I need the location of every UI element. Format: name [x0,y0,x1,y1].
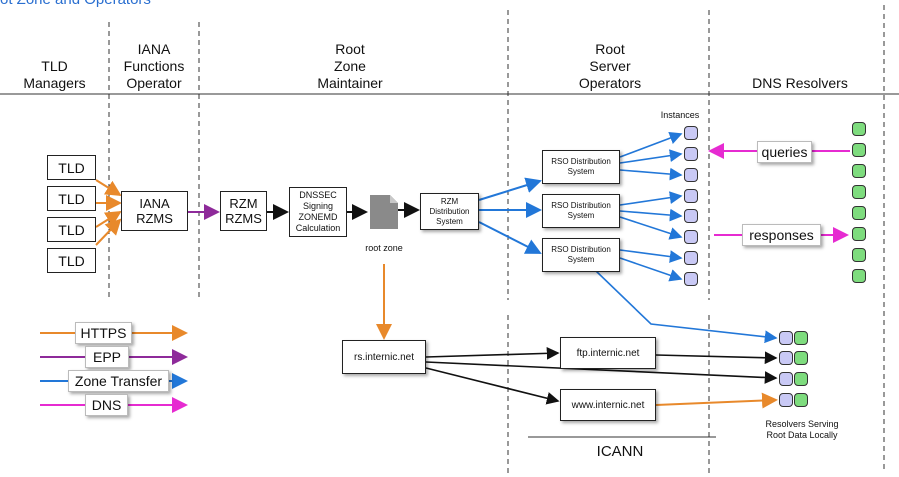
tld-box: TLD [47,155,96,180]
instance-node [684,209,698,223]
resolver-node [852,143,866,157]
header-line: Server [589,58,631,74]
column-header-rso: Root Server Operators [560,41,660,92]
box-line: System [436,216,463,226]
header-line: Functions [123,58,185,74]
tld-box: TLD [47,217,96,242]
instance-node [684,189,698,203]
header-line: DNS Resolvers [752,75,848,91]
box-line: System [567,255,595,264]
local-resolver-node [794,331,808,345]
local-instance-node [779,331,793,345]
box-line: System [567,211,595,220]
resolver-node [852,164,866,178]
ftp-internic-box: ftp.internic.net [560,337,656,369]
legend-zone-transfer: Zone Transfer [68,370,169,392]
rso-distribution-box: RSO Distribution System [542,238,620,272]
local-resolver-node [794,351,808,365]
instances-label: Instances [660,110,700,120]
column-header-tld-managers: TLD Managers [0,58,109,92]
header-line: Zone [334,58,366,74]
box-line: System [567,167,595,176]
resolvers-local-label: Resolvers Serving Root Data Locally [752,419,852,441]
rso-distribution-box: RSO Distribution System [542,150,620,184]
legend-https: HTTPS [75,322,132,344]
label-line: Root Data Locally [766,430,838,440]
tld-box: TLD [47,248,96,273]
local-instance-node [779,393,793,407]
local-instance-node [779,351,793,365]
rzm-distribution-box: RZM Distribution System [420,193,479,230]
box-line: RSO Distribution [551,157,611,166]
resolver-node [852,227,866,241]
legend-epp: EPP [85,346,129,368]
tld-box: TLD [47,186,96,211]
responses-label: responses [742,224,821,246]
resolver-node [852,206,866,220]
box-line: RSO Distribution [551,245,611,254]
header-line: TLD [41,58,68,74]
local-instance-node [779,372,793,386]
header-line: Operators [578,75,642,91]
column-header-rzm: Root Zone Maintainer [300,41,400,92]
box-line: RZMS [225,211,262,226]
instance-node [684,272,698,286]
icann-label: ICANN [596,443,644,460]
box-line: RZM [229,196,258,211]
header-line: Root [595,41,625,57]
iana-rzms-box: IANA RZMS [121,191,188,231]
column-separators [108,5,885,477]
header-line: IANA [137,41,171,57]
header-line: Managers [23,75,86,91]
header-line: Root [335,41,365,57]
resolver-node [852,269,866,283]
instance-node [684,126,698,140]
rs-internic-box: rs.internic.net [342,340,426,374]
header-line: Maintainer [317,75,383,91]
box-line: Distribution [429,206,470,216]
box-line: RSO Distribution [551,201,611,210]
box-line: RZMS [136,211,173,226]
box-line: IANA [139,196,170,211]
rzm-rzms-box: RZM RZMS [220,191,267,231]
instance-node [684,251,698,265]
resolver-node [852,248,866,262]
local-resolver-node [794,372,808,386]
rso-distribution-box: RSO Distribution System [542,194,620,228]
dnssec-signing-box: DNSSEC Signing ZONEMD Calculation [289,187,347,237]
instance-node [684,147,698,161]
legend-dns: DNS [85,394,128,416]
box-line: RZM [440,196,459,206]
header-line: Operator [126,75,182,91]
local-resolver-node [794,393,808,407]
column-header-iana: IANA Functions Operator [109,41,199,92]
box-line: DNSSEC [299,190,337,200]
instance-node [684,230,698,244]
page-header: ot Zone and Operators [0,0,151,8]
root-zone-label: root zone [365,243,403,253]
column-header-resolvers: DNS Resolvers [730,75,870,92]
box-line: Calculation [295,223,341,233]
queries-label: queries [757,141,812,163]
root-zone-file-icon [370,195,398,229]
resolver-node [852,185,866,199]
box-line: Signing [302,201,334,211]
label-line: Resolvers Serving [765,419,839,429]
instance-node [684,168,698,182]
www-internic-box: www.internic.net [560,389,656,421]
box-line: ZONEMD [298,212,338,222]
resolver-node [852,122,866,136]
